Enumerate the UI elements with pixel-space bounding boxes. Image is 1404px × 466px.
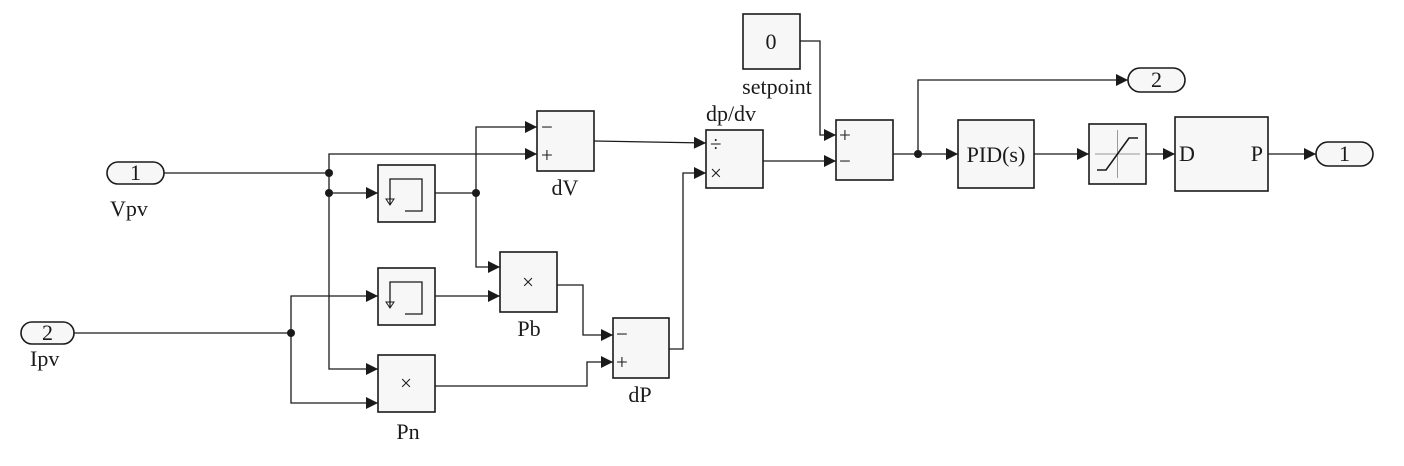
wire-vpv-to-pn bbox=[328, 193, 378, 375]
pv-model-input-label: D bbox=[1179, 141, 1195, 166]
branch-point bbox=[287, 329, 295, 337]
pid-controller-block[interactable]: PID(s) bbox=[957, 119, 1035, 189]
sum-error-sign-minus: − bbox=[839, 149, 851, 173]
sum-dp-sign-minus: − bbox=[616, 322, 628, 346]
outport-2-number: 2 bbox=[1151, 67, 1162, 92]
inport-ipv[interactable]: 2 Ipv bbox=[20, 320, 75, 371]
divide-sign-multiply: × bbox=[710, 161, 722, 185]
product-pb-label: Pb bbox=[517, 316, 540, 341]
unit-delay-i-block[interactable] bbox=[377, 267, 436, 326]
pv-model-block[interactable]: D P bbox=[1174, 116, 1269, 192]
inport-vpv-label: Vpv bbox=[110, 196, 148, 221]
wire-delay-v-to-dv-minus bbox=[435, 121, 537, 194]
sum-dp-block[interactable]: − + dP bbox=[612, 317, 670, 407]
wire-dp-to-divide bbox=[669, 167, 706, 350]
wire-setpoint-to-sum-plus bbox=[800, 40, 836, 141]
branch-points bbox=[287, 150, 922, 337]
sum-error-block[interactable]: + − bbox=[835, 119, 894, 181]
delay-marker-icon bbox=[385, 198, 395, 206]
inport-vpv-number: 1 bbox=[130, 160, 141, 185]
product-pn-label: Pn bbox=[396, 419, 419, 444]
product-pb-symbol: × bbox=[522, 270, 534, 294]
sum-dv-block[interactable]: − + dV bbox=[536, 110, 595, 200]
product-pb-block[interactable]: × Pb bbox=[499, 251, 558, 341]
inport-ipv-label: Ipv bbox=[30, 346, 59, 371]
inport-vpv[interactable]: 1 Vpv bbox=[106, 160, 165, 221]
sum-dp-label: dP bbox=[628, 382, 651, 407]
sum-error-sign-plus: + bbox=[839, 123, 851, 147]
inport-ipv-number: 2 bbox=[42, 320, 53, 345]
sum-dv-sign-minus: − bbox=[541, 115, 553, 139]
sum-dv-sign-plus: + bbox=[541, 143, 553, 167]
wire-sum-to-out2 bbox=[917, 74, 1128, 154]
wire-vpv-to-delay-v bbox=[328, 173, 378, 199]
branch-point bbox=[472, 189, 480, 197]
branch-point bbox=[325, 169, 333, 177]
setpoint-constant-block[interactable]: 0 setpoint bbox=[742, 13, 812, 99]
wire-dv-to-divide bbox=[593, 136, 707, 149]
saturation-block[interactable] bbox=[1088, 123, 1147, 185]
signal-wires bbox=[74, 40, 1316, 409]
wire-ipv-to-delay-i bbox=[290, 290, 378, 333]
product-pn-block[interactable]: × Pn bbox=[377, 354, 436, 444]
product-pn-symbol: × bbox=[400, 371, 412, 395]
saturation-curve-icon bbox=[1097, 137, 1138, 171]
setpoint-value: 0 bbox=[766, 29, 777, 54]
outport-1[interactable]: 1 bbox=[1315, 141, 1374, 167]
divide-sign-divide: ÷ bbox=[710, 132, 722, 156]
sum-dv-label: dV bbox=[552, 175, 579, 200]
wire-vpv-to-dv-plus bbox=[164, 148, 537, 174]
outport-2[interactable]: 2 bbox=[1127, 67, 1186, 93]
branch-point bbox=[914, 150, 922, 158]
wire-pb-to-dp-minus bbox=[557, 284, 613, 341]
outport-1-number: 1 bbox=[1339, 141, 1350, 166]
pv-model-output-label: P bbox=[1251, 141, 1263, 166]
sum-dp-sign-plus: + bbox=[616, 350, 628, 374]
divide-label: dp/dv bbox=[706, 101, 756, 126]
branch-point bbox=[325, 189, 333, 197]
wire-ipv-to-pn bbox=[74, 332, 378, 409]
divide-block[interactable]: ÷ × dp/dv bbox=[705, 101, 764, 189]
wire-pn-to-dp-plus bbox=[435, 356, 613, 387]
setpoint-label: setpoint bbox=[742, 74, 812, 99]
wire-delay-v-to-pb bbox=[475, 193, 500, 273]
delay-marker-icon bbox=[385, 301, 395, 309]
pid-text: PID(s) bbox=[967, 142, 1026, 167]
unit-delay-v-block[interactable] bbox=[377, 164, 436, 223]
